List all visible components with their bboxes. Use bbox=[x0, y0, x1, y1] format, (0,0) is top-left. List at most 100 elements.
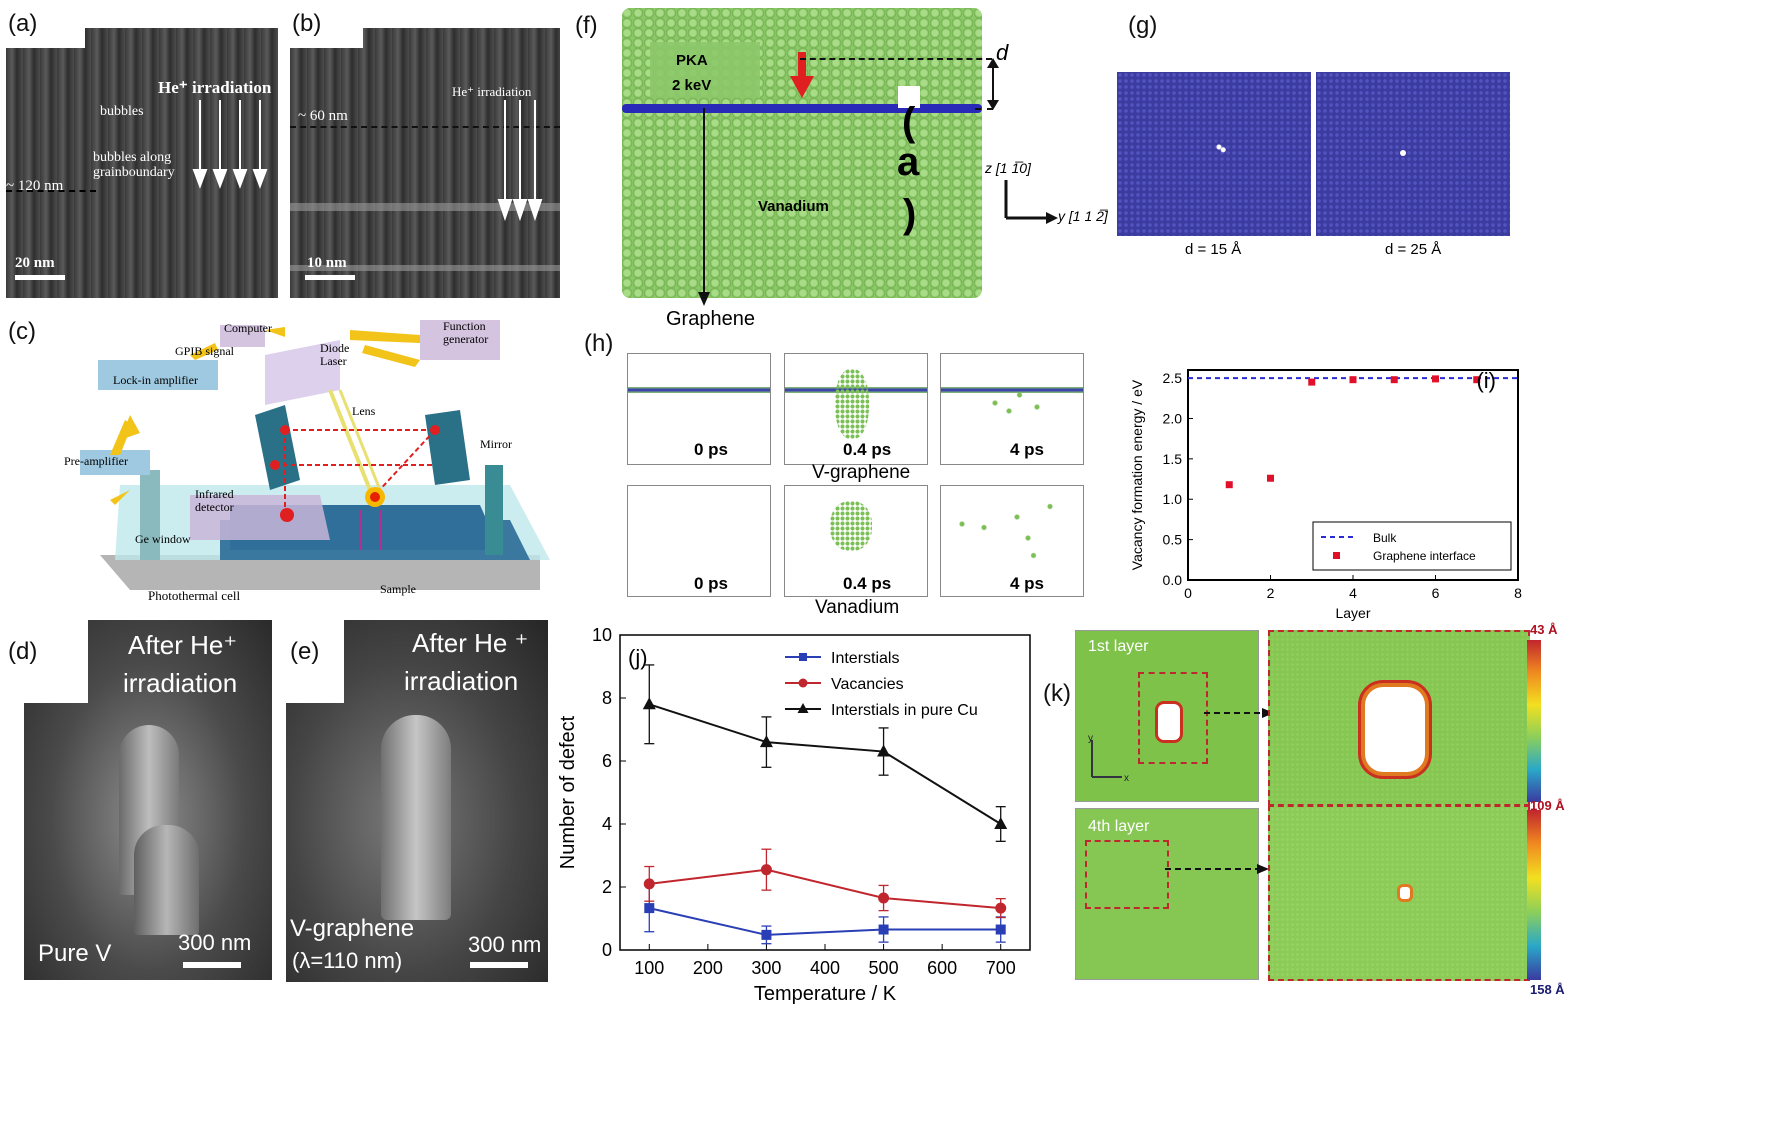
zoom-box-k1 bbox=[1138, 672, 1208, 764]
after-he-d: After He⁺ bbox=[128, 630, 238, 660]
legend-label-2: Interstials in pure Cu bbox=[831, 702, 978, 719]
photothermal-setup-diagram bbox=[80, 320, 550, 590]
axes-indicator bbox=[1004, 180, 1058, 224]
data-point-cu bbox=[759, 735, 773, 748]
data-point-vacancies bbox=[643, 878, 655, 890]
irradiation-arrows-a bbox=[192, 100, 268, 189]
md-image-g1 bbox=[1117, 72, 1311, 236]
legend-marker-0 bbox=[799, 653, 807, 661]
data-point-interstitials bbox=[761, 929, 772, 940]
d15-label: d = 15 Å bbox=[1185, 241, 1242, 258]
graphene-pointer bbox=[698, 108, 710, 306]
row-label-vanadium: Vanadium bbox=[815, 597, 900, 618]
scale-label-b: 10 nm bbox=[307, 255, 347, 271]
frame-h-2-1 bbox=[784, 485, 928, 597]
x-axis-label-j: Temperature / K bbox=[754, 983, 897, 1005]
thickness-line-a bbox=[6, 190, 96, 192]
y-tick-label-i: 1.0 bbox=[1163, 491, 1183, 507]
plot-frame-j bbox=[619, 634, 1031, 951]
scattered-defects bbox=[981, 379, 1051, 419]
data-point-graphene-interface bbox=[1432, 375, 1439, 383]
x-tick-label-i: 4 bbox=[1349, 585, 1357, 601]
svg-text:x: x bbox=[1124, 773, 1129, 784]
x-tick-label-j: 200 bbox=[693, 958, 723, 978]
defect-cluster-g1 bbox=[1212, 140, 1226, 154]
x-tick-label-i: 0 bbox=[1184, 585, 1192, 601]
colorbar-top bbox=[1527, 640, 1541, 802]
cascade-cluster bbox=[835, 369, 869, 439]
defect-cluster-g2 bbox=[1400, 150, 1406, 156]
layer-line-b2 bbox=[290, 203, 560, 211]
layer4-label: 4th layer bbox=[1088, 818, 1150, 835]
ir-detector-label: Infrared detector bbox=[195, 487, 234, 514]
scale-label-d: 300 nm bbox=[178, 930, 252, 955]
series-line-0 bbox=[649, 907, 1001, 936]
a-mid: a bbox=[897, 140, 920, 184]
data-point-vacancies bbox=[878, 892, 890, 904]
mirror-label: Mirror bbox=[480, 437, 512, 451]
x-tick-label-j: 400 bbox=[810, 958, 840, 978]
time-h-2-1: 0.4 ps bbox=[843, 574, 892, 593]
x-tick-label-j: 700 bbox=[986, 958, 1016, 978]
cell-label: Photothermal cell bbox=[148, 588, 241, 603]
pka-label: PKA bbox=[676, 52, 708, 69]
time-h-1-1: 0.4 ps bbox=[843, 440, 892, 459]
panel-label-k: (k) bbox=[1043, 680, 1071, 707]
he-irradiation-a: He⁺ irradiation bbox=[158, 78, 272, 97]
y-tick-label-j: 6 bbox=[602, 751, 612, 771]
svg-text:y: y bbox=[1088, 735, 1093, 744]
time-h-1-2: 4 ps bbox=[1010, 440, 1045, 459]
panel-label-e: (e) bbox=[290, 638, 320, 665]
panel-label-d: (d) bbox=[8, 638, 38, 665]
thickness-label-b: ~ 60 nm bbox=[298, 108, 348, 124]
panel-e-corner bbox=[282, 618, 344, 703]
vanadium-label-f: Vanadium bbox=[758, 198, 829, 215]
data-point-vacancies bbox=[995, 902, 1007, 914]
zoom-arrow-k4 bbox=[1165, 864, 1269, 874]
zoom-arrow-k1 bbox=[1204, 708, 1274, 718]
panel-a-corner bbox=[0, 0, 85, 48]
white-marker bbox=[898, 86, 920, 108]
a-open: ( bbox=[902, 100, 916, 144]
bubbles-label: bubbles bbox=[100, 104, 144, 119]
y-tick-label-j: 4 bbox=[602, 814, 612, 834]
legend-swatch-interface bbox=[1333, 552, 1340, 559]
data-point-cu bbox=[877, 744, 891, 757]
panel-b-corner bbox=[288, 0, 363, 48]
y-axis-label-i: Vacancy formation energy / eV bbox=[1129, 379, 1145, 570]
data-point-graphene-interface bbox=[1390, 376, 1398, 384]
frame-h-2-0 bbox=[627, 485, 771, 597]
data-point-graphene-interface bbox=[1225, 481, 1233, 489]
data-point-vacancies bbox=[760, 864, 772, 876]
panel-label-f: (f) bbox=[575, 12, 598, 39]
scale-label-a: 20 nm bbox=[15, 255, 55, 271]
cascade-cluster bbox=[830, 501, 872, 551]
data-point-graphene-interface bbox=[1349, 376, 1357, 384]
data-point-interstitials bbox=[644, 903, 655, 914]
material-e: V-graphene bbox=[290, 915, 415, 942]
after-he-e: After He ⁺ bbox=[412, 628, 529, 658]
frame-h-1-2 bbox=[940, 353, 1084, 465]
scalebar-e bbox=[470, 962, 528, 968]
thickness-label-a: ~ 120 nm bbox=[6, 178, 64, 194]
panel-label-h: (h) bbox=[584, 330, 614, 357]
graphene-dashed-line bbox=[975, 108, 993, 110]
y-tick-label-j: 8 bbox=[602, 688, 612, 708]
zoom-map-k1 bbox=[1268, 630, 1530, 806]
x-tick-label-j: 500 bbox=[869, 958, 899, 978]
d-label: d bbox=[996, 40, 1009, 65]
irradiation-d: irradiation bbox=[123, 668, 238, 698]
sample-label: Sample bbox=[380, 582, 416, 596]
pillar-d-broken bbox=[134, 825, 199, 935]
material-d: Pure V bbox=[38, 940, 112, 967]
layer-line-b3 bbox=[290, 265, 560, 271]
time-h-1-0: 0 ps bbox=[694, 440, 729, 459]
z-axis-label: z [1 1̅0] bbox=[985, 160, 1031, 176]
y-tick-label-i: 1.5 bbox=[1163, 451, 1183, 467]
frame-h-1-1 bbox=[784, 353, 928, 465]
legend-label-0: Interstials bbox=[831, 650, 899, 667]
x-axis-label-i: Layer bbox=[1335, 605, 1370, 621]
lens-label: Lens bbox=[352, 404, 376, 418]
panel-label-b: (b) bbox=[292, 10, 322, 37]
